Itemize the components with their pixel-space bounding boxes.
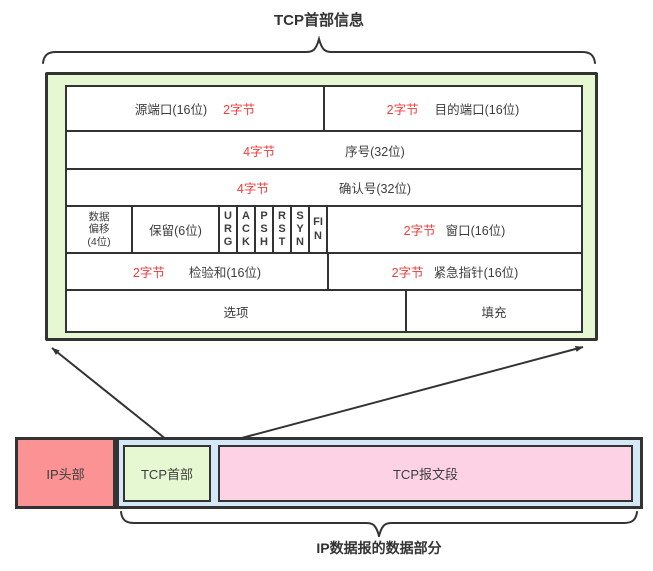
arrow-to-right-corner	[207, 346, 584, 448]
table-row: 4字节 确认号(32位)	[67, 170, 581, 205]
ip-header-box: IP头部	[15, 437, 116, 509]
table-row: 4字节 序号(32位)	[67, 132, 581, 168]
checksum-label: 检验和(16位)	[188, 266, 262, 280]
cell-data-offset: 数据 偏移 (4位)	[67, 207, 131, 252]
cell-flag-ack: ACK	[238, 207, 254, 252]
cell-flag-rst: RST	[274, 207, 290, 252]
cell-reserved: 保留(6位)	[133, 207, 218, 252]
cell-acknowledgment: 4字节 确认号(32位)	[67, 170, 581, 205]
table-row: 源端口(16位) 2字节 2字节 目的端口(16位)	[67, 87, 581, 130]
tcp-header-table: 源端口(16位) 2字节 2字节 目的端口(16位) 4字节 序号(32位) 4…	[65, 85, 583, 333]
cell-padding: 填充	[407, 291, 581, 331]
acknowledgment-label: 确认号(32位)	[338, 182, 412, 196]
cell-options: 选项	[67, 291, 405, 331]
dest-port-bytes: 2字节	[386, 103, 419, 117]
tcp-header-small-box: TCP首部	[123, 444, 211, 502]
flag-syn-label: SYN	[296, 209, 304, 249]
urgent-pointer-label: 紧急指针(16位)	[433, 266, 519, 280]
cell-dest-port: 2字节 目的端口(16位)	[325, 87, 581, 130]
tcp-segment-label: TCP报文段	[392, 466, 458, 482]
cell-flag-psh: PSH	[256, 207, 272, 252]
ip-header-label: IP头部	[46, 466, 85, 482]
ip-data-part-box: TCP首部 TCP报文段	[116, 437, 643, 509]
window-label: 窗口(16位)	[445, 224, 506, 238]
cell-checksum: 2字节 检验和(16位)	[67, 254, 327, 289]
cell-urgent-pointer: 2字节 紧急指针(16位)	[329, 254, 581, 289]
flag-fin-label: FIN	[313, 216, 323, 242]
flag-psh-label: PSH	[260, 209, 268, 249]
cell-window: 2字节 窗口(16位)	[328, 207, 581, 252]
checksum-bytes: 2字节	[132, 266, 165, 280]
tcp-segment-box: TCP报文段	[218, 444, 633, 502]
tcp-header-small-label: TCP首部	[140, 466, 193, 482]
flag-urg-label: URG	[223, 209, 233, 249]
ip-data-part-label: IP数据报的数据部分	[316, 540, 442, 556]
top-brace	[42, 36, 596, 64]
flag-ack-label: ACK	[242, 209, 250, 249]
dest-port-label: 目的端口(16位)	[434, 103, 520, 117]
table-row: 数据 偏移 (4位) 保留(6位) URG ACK PSH RST SYN FI…	[67, 207, 581, 252]
acknowledgment-bytes: 4字节	[236, 182, 269, 196]
cell-source-port: 源端口(16位) 2字节	[67, 87, 323, 130]
table-row: 2字节 检验和(16位) 2字节 紧急指针(16位)	[67, 254, 581, 289]
cell-flag-fin: FIN	[310, 207, 326, 252]
sequence-bytes: 4字节	[243, 144, 276, 159]
source-port-bytes: 2字节	[223, 103, 256, 117]
cell-flag-urg: URG	[220, 207, 236, 252]
cell-sequence: 4字节 序号(32位)	[67, 132, 581, 168]
sequence-label: 序号(32位)	[345, 144, 405, 159]
table-row: 选项 填充	[67, 291, 581, 331]
bottom-brace	[120, 511, 638, 537]
window-bytes: 2字节	[403, 224, 436, 238]
diagram-title: TCP首部信息	[273, 12, 364, 29]
flag-rst-label: RST	[278, 209, 286, 249]
urgent-pointer-bytes: 2字节	[391, 266, 424, 280]
source-port-label: 源端口(16位)	[134, 103, 208, 117]
cell-flag-syn: SYN	[292, 207, 308, 252]
arrow-to-left-corner	[51, 347, 173, 445]
